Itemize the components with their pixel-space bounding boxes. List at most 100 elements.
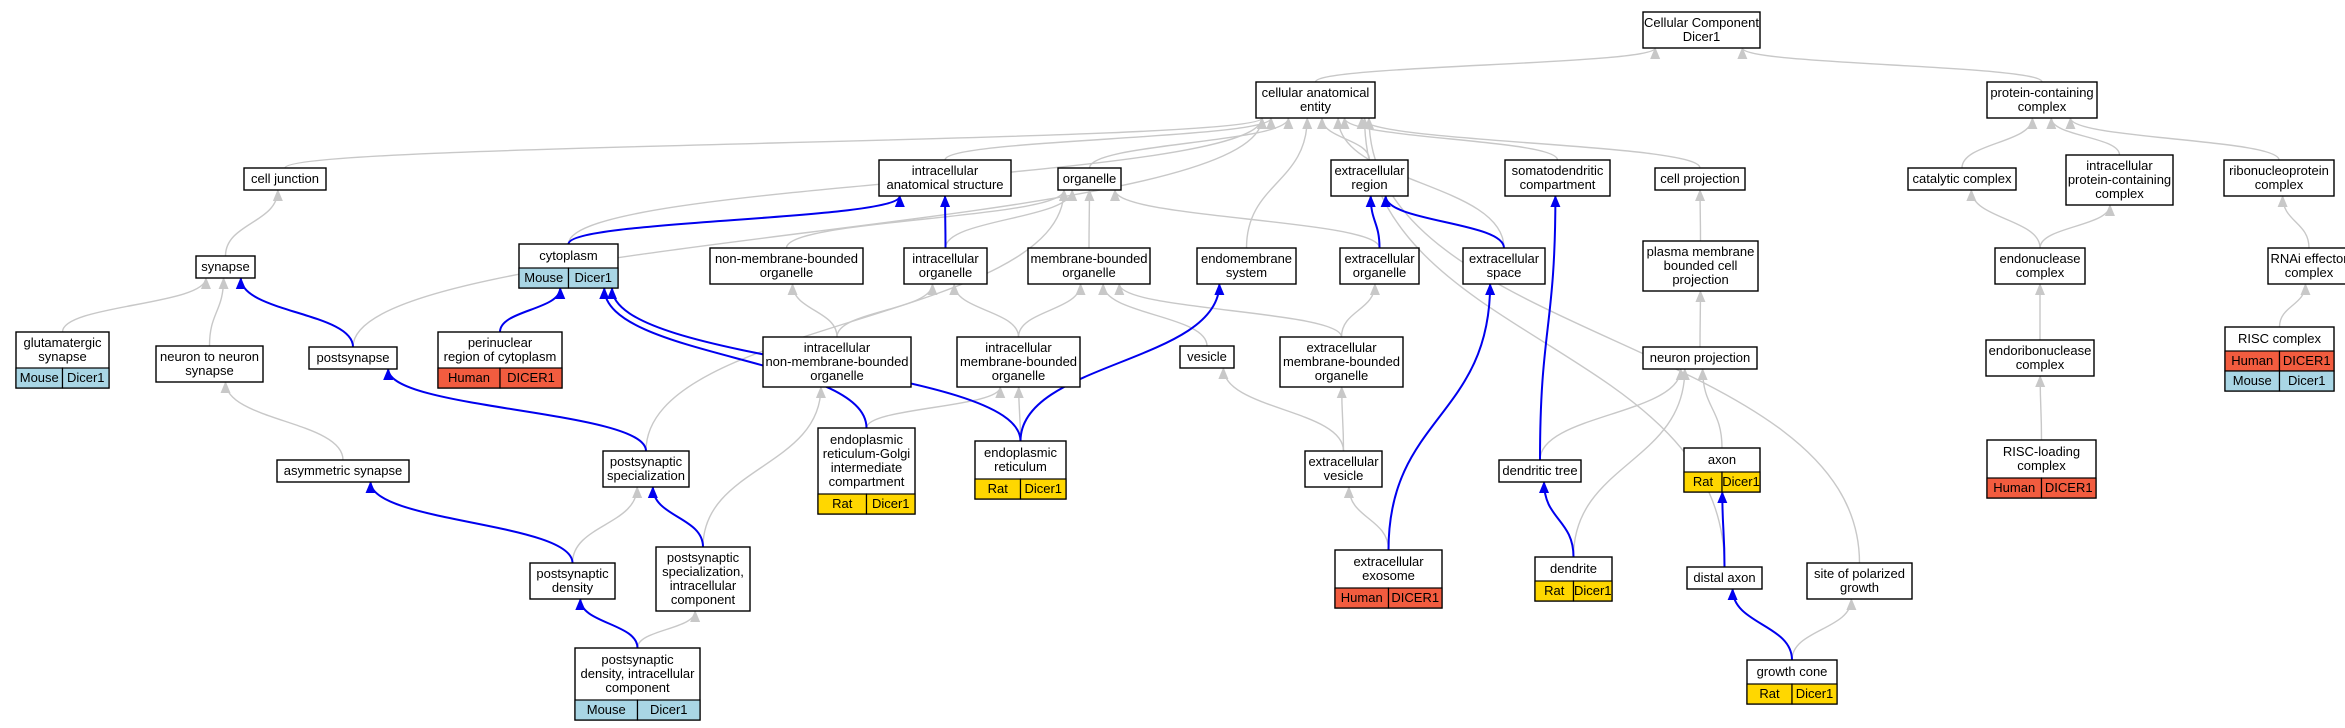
node-label-line: RISC complex [2238,331,2322,346]
node-label-line: intracellular [985,340,1052,355]
part-of-edge-exorg-to-exreg [1365,195,1381,249]
node-label-line: membrane-bounded [960,354,1077,369]
node-label-line: intracellular [2086,158,2153,173]
node-label-line: organelle [1063,171,1117,186]
node-label-line: postsynaptic [536,566,609,581]
node-label-line: component [605,680,670,695]
node-label-line: intracellular [912,251,979,266]
node-label-line: vesicle [1324,468,1364,483]
species-label: Rat [832,496,853,511]
go-term-node-pssic[interactable]: postsynapticspecialization,intracellular… [655,546,751,612]
gene-symbol-label: Dicer1 [574,270,612,285]
node-label-line: organelle [1062,265,1116,280]
go-term-node-neuronproj[interactable]: neuron projection [1642,346,1758,370]
go-term-node-ergic[interactable]: endoplasmicreticulum-Golgiintermediateco… [817,427,916,515]
node-box [1994,247,2086,285]
gene-badge-cell [567,267,619,289]
part-of-edge-psdic-to-psd [575,598,639,649]
node-label-line: dendritic tree [1502,463,1577,478]
node-label-line: distal axon [1693,570,1755,585]
go-term-node-distalaxon[interactable]: distal axon [1686,566,1763,590]
part-of-edge-ergic-to-cytoplasm [599,287,868,429]
go-term-node-vesicle[interactable]: vesicle [1179,345,1235,369]
go-term-node-organelle[interactable]: organelle [1057,167,1122,191]
go-term-node-inmbo[interactable]: intracellularnon-membrane-boundedorganel… [762,336,912,388]
node-box [878,159,1012,197]
is-a-edge-cellproj-to-cae [1356,117,1701,169]
go-term-node-celljunc[interactable]: cell junction [243,167,327,191]
node-box [1907,167,2017,191]
node-label-line: protein-containing [2068,172,2171,187]
node-box [655,546,751,612]
node-label-line: synapse [201,259,249,274]
node-box [1642,11,1761,49]
go-term-node-synapse[interactable]: synapse [195,255,256,279]
node-label-line: dendrite [1550,561,1597,576]
species-label: Mouse [20,370,59,385]
node-label-line: postsynaptic [610,454,683,469]
go-term-node-cellproj[interactable]: cell projection [1654,167,1746,191]
node-label-line: synapse [38,349,86,364]
edges-layer [61,47,2311,661]
is-a-edge-pcc-to-root [1737,47,2043,83]
node-box [1279,336,1404,388]
node-box [276,459,410,483]
node-box [308,346,398,370]
node-label-line: intracellular [804,340,871,355]
go-term-node-catalytic[interactable]: catalytic complex [1907,167,2017,191]
is-a-edge-imbo-to-membound [1017,283,1086,338]
node-label-line: cytoplasm [539,248,598,263]
gene-symbol-label: Dicer1 [2288,373,2326,388]
is-a-edge-imbo-to-intraorg [949,283,1020,338]
node-label-line: non-membrane-bounded [765,354,908,369]
gene-badge-cell [499,367,563,389]
go-term-node-dentree[interactable]: dendritic tree [1498,459,1582,483]
node-label-line: postsynaptic [667,550,740,565]
is-a-edge-exosome-to-exves [1343,486,1390,551]
node-box [1654,167,1746,191]
node-box [1642,240,1759,292]
node-label-line: region [1351,177,1387,192]
node-box [2065,154,2174,206]
go-term-node-asym[interactable]: asymmetric synapse [276,459,410,483]
species-label: Rat [1693,474,1714,489]
go-term-node-postsynapse[interactable]: postsynapse [308,346,398,370]
